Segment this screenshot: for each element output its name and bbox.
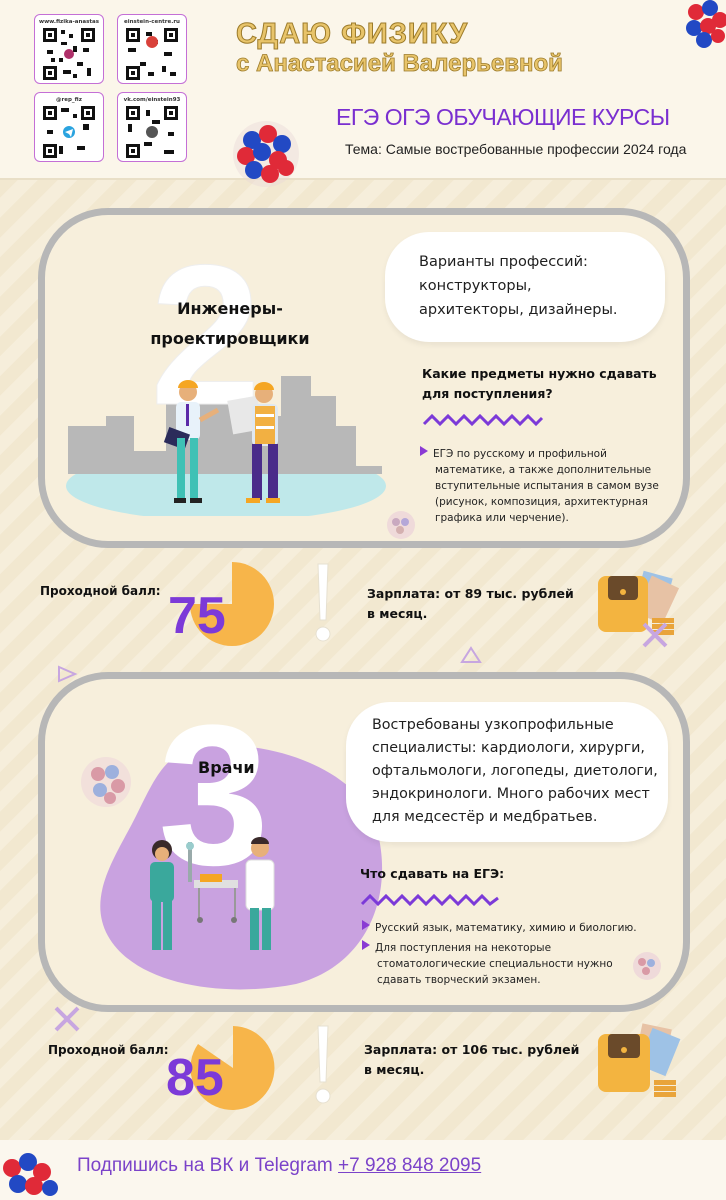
exam-question: Что сдавать на ЕГЭ: <box>360 866 505 881</box>
qr-code-website[interactable]: www.fizika-anastasij.ru <box>34 14 104 84</box>
bullet-line: вступительные испытания в самом вузе <box>435 480 659 492</box>
zigzag-decoration-icon <box>360 893 499 907</box>
question-line: Какие предметы нужно сдавать <box>422 366 657 381</box>
subjects-question: Какие предметы нужно сдавать для поступл… <box>422 364 657 404</box>
salary-line: Зарплата: от 106 тыс. рублей <box>364 1042 580 1057</box>
molecule-small-icon <box>81 757 131 807</box>
molecule-small-icon <box>633 952 661 980</box>
score-pie-chart <box>190 1026 275 1110</box>
bullet-line: графика или черчение). <box>435 512 569 524</box>
description-line: офтальмологи, логопеды, диетологи, <box>372 763 658 779</box>
wallet-money-icon <box>598 570 680 635</box>
city-buildings-illustration <box>66 376 386 516</box>
passing-score-label: Проходной балл: <box>40 584 161 598</box>
qr-pattern-icon <box>43 106 95 158</box>
score-pie-chart <box>190 562 274 646</box>
qr-caption: vk.com/einstein93 <box>123 97 181 103</box>
bullet-line: ЕГЭ по русскому и профильной <box>433 448 607 460</box>
bullet-line: стоматологические специальности нужно <box>377 958 613 970</box>
variants-line: архитекторы, дизайнеры. <box>419 302 618 318</box>
passing-score-value: 75 <box>168 587 226 645</box>
salary-line: в месяц. <box>364 1062 425 1077</box>
wallet-money-icon <box>598 1023 681 1097</box>
doctors-people-illustration <box>150 837 275 950</box>
bullet-line: сдавать творческий экзамен. <box>377 974 541 986</box>
qr-code-telegram[interactable]: @rep_fiz <box>34 92 104 162</box>
question-line: для поступления? <box>422 386 553 401</box>
description-line: эндокринологи. Много рабочих мест <box>372 786 650 802</box>
profession-title: Врачи <box>198 758 255 777</box>
qr-caption: www.fizika-anastasij.ru <box>39 19 99 25</box>
salary-text: Зарплата: от 89 тыс. рублей в месяц. <box>367 584 574 624</box>
salary-line: в месяц. <box>367 606 428 621</box>
exclamation-icon <box>315 563 331 642</box>
salary-line: Зарплата: от 89 тыс. рублей <box>367 586 574 601</box>
molecule-icon <box>233 121 299 187</box>
phone-link[interactable]: +7 928 848 2095 <box>338 1155 482 1176</box>
page-subtitle: с Анастасией Валерьевной <box>236 50 564 78</box>
bullet-item: Для поступления на некоторые стоматологи… <box>362 940 613 988</box>
arrow-bullet-icon <box>362 920 370 930</box>
qr-pattern-icon <box>126 106 178 158</box>
variants-line: Варианты профессий: <box>419 254 588 270</box>
variants-bubble: Варианты профессий: конструкторы, архите… <box>385 232 665 342</box>
salary-text: Зарплата: от 106 тыс. рублей в месяц. <box>364 1040 579 1080</box>
bullet-line: Русский язык, математику, химию и биолог… <box>375 922 637 934</box>
bullet-line: Для поступления на некоторые <box>375 942 552 954</box>
qr-pattern-icon <box>126 28 178 80</box>
molecule-icon <box>3 1153 58 1196</box>
cross-decoration-icon <box>54 1006 80 1032</box>
bullet-item: ЕГЭ по русскому и профильной математике,… <box>420 446 659 526</box>
topic-line: Тема: Самые востребованные профессии 202… <box>345 141 687 157</box>
courses-heading: ЕГЭ ОГЭ ОБУЧАЮЩИЕ КУРСЫ <box>336 104 670 130</box>
description-line: специалисты: кардиологи, хирурги, <box>372 740 645 756</box>
profession-title: Инженеры-проектировщики <box>150 299 310 348</box>
qr-pattern-icon <box>43 28 95 80</box>
qr-code-centre[interactable]: einstein-centre.ru <box>117 14 187 84</box>
triangle-decoration-icon <box>460 646 482 663</box>
arrow-bullet-icon <box>420 446 428 456</box>
bullet-line: (рисунок, композиция, архитектурная <box>435 496 648 508</box>
footer <box>0 1140 726 1200</box>
bullet-line: математике, а также дополнительные <box>435 464 652 476</box>
page-title: СДАЮ ФИЗИКУ <box>235 18 469 51</box>
subscribe-line: Подпишись на ВК и Telegram +7 928 848 20… <box>77 1155 481 1177</box>
exclamation-icon <box>315 1025 331 1104</box>
zigzag-decoration-icon <box>422 413 544 427</box>
molecule-small-icon <box>387 511 415 539</box>
molecule-icon <box>686 0 726 48</box>
bullet-item: Русский язык, математику, химию и биолог… <box>362 920 637 936</box>
triangle-decoration-icon <box>58 665 78 683</box>
description-bubble: Востребованы узкопрофильные специалисты:… <box>346 702 668 842</box>
subscribe-text: Подпишись на ВК и Telegram <box>77 1155 333 1176</box>
passing-score-value: 85 <box>166 1049 224 1107</box>
variants-line: конструкторы, <box>419 278 532 294</box>
cross-decoration-icon <box>642 622 668 648</box>
description-line: для медсестёр и медбратьев. <box>372 809 598 825</box>
description-line: Востребованы узкопрофильные <box>372 717 614 733</box>
qr-caption: @rep_fiz <box>56 97 82 103</box>
engineers-people-illustration <box>163 380 280 503</box>
qr-caption: einstein-centre.ru <box>124 19 180 25</box>
qr-code-vk[interactable]: vk.com/einstein93 <box>117 92 187 162</box>
arrow-bullet-icon <box>362 940 370 950</box>
passing-score-label: Проходной балл: <box>48 1043 169 1057</box>
